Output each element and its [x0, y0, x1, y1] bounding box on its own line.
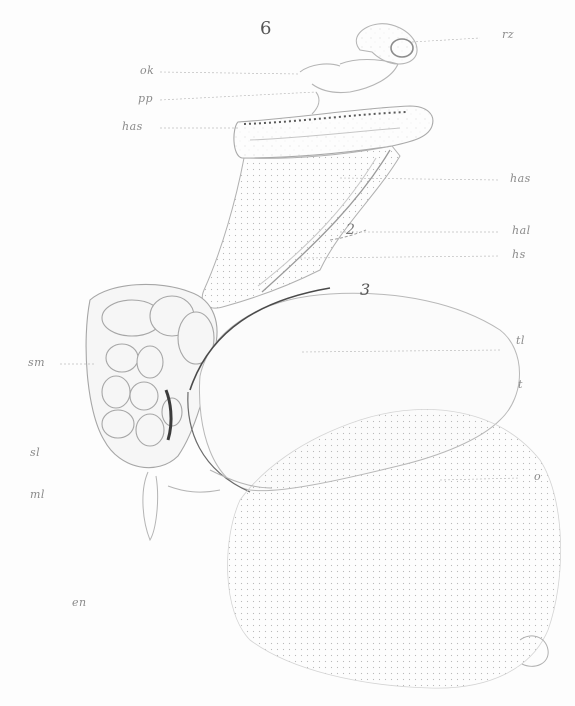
label-ok: ok	[140, 64, 154, 77]
mark-3: 3	[360, 280, 371, 299]
label-sm: sm	[28, 356, 45, 369]
label-ml: ml	[30, 488, 45, 501]
label-en: en	[72, 596, 87, 609]
label-sl: sl	[30, 446, 40, 459]
mark-2: 2	[346, 222, 355, 238]
upper-tube	[234, 106, 433, 158]
label-has-left: has	[122, 120, 143, 133]
rz-structure	[300, 24, 417, 114]
lobed-mass	[86, 284, 217, 467]
label-has-right: has	[510, 172, 531, 185]
label-o: o	[534, 470, 541, 483]
label-pp: pp	[138, 92, 153, 105]
label-rz: rz	[502, 28, 514, 41]
label-hs: hs	[512, 248, 526, 261]
figure-number: 6	[260, 18, 271, 39]
label-t1: t	[518, 378, 523, 391]
label-hal: hal	[512, 224, 531, 237]
label-tl: tl	[516, 334, 525, 347]
